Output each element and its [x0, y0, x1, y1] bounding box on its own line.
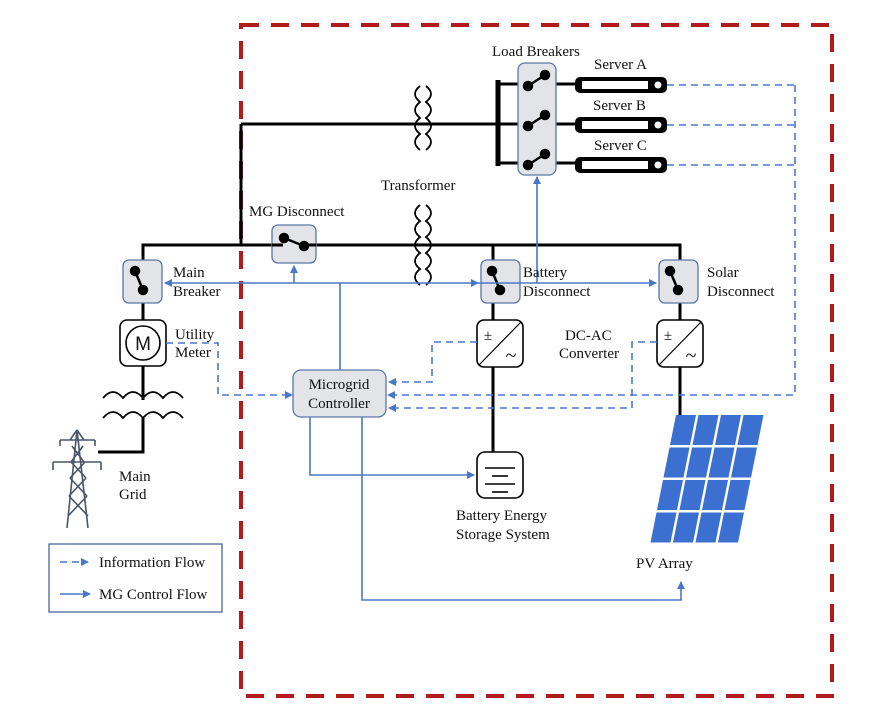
server-b-icon[interactable] [575, 117, 667, 133]
pv-cell [657, 480, 683, 510]
solar-disconnect-label: Solar [707, 265, 739, 281]
server-c-icon[interactable] [575, 157, 667, 173]
mg-disconnect-switch-icon [272, 232, 316, 252]
pv-cell [686, 447, 712, 478]
control-flow-lines [164, 176, 685, 601]
pv-cell [708, 447, 735, 478]
pv-cell [650, 512, 677, 543]
battery-disconnect-switch-icon [486, 265, 506, 296]
pv-cell [679, 480, 706, 510]
meter-symbol: M [135, 334, 151, 355]
battery-storage-icon[interactable] [476, 451, 524, 499]
solar-converter-icon[interactable]: ± ~ [656, 319, 704, 368]
battery-disconnect-box[interactable] [480, 259, 521, 304]
bess-label: Battery Energy [456, 508, 547, 524]
battery-converter-icon[interactable]: ± ~ [476, 319, 524, 368]
pv-cell [718, 512, 744, 543]
pv-cell [737, 415, 764, 445]
main-grid-label: Main [119, 469, 151, 485]
solar-disconnect-switch-icon [664, 265, 684, 296]
pv-cell [692, 415, 719, 445]
pv-cell [702, 480, 728, 510]
load-breakers-label: Load Breakers [492, 44, 580, 60]
load-breaker-switch-icons [522, 69, 551, 171]
pv-cell [715, 415, 741, 445]
controller-label: Controller [308, 396, 370, 412]
meter-icon [125, 325, 161, 361]
dcac-converter-label: Converter [559, 346, 619, 362]
information-flow-lines [166, 84, 796, 412]
main-breaker-box[interactable] [122, 259, 163, 304]
solar-disconnect-label: Disconnect [707, 284, 775, 300]
main-breaker-label: Breaker [173, 284, 220, 300]
pv-cell [724, 480, 751, 510]
mg-disconnect-label: MG Disconnect [249, 204, 345, 220]
bess-label: Storage System [456, 527, 550, 543]
transmission-tower-icon [52, 429, 102, 529]
server-c-label: Server C [594, 138, 647, 154]
pv-cell [731, 447, 757, 478]
server-b-label: Server B [593, 98, 646, 114]
transformer-label: Transformer [381, 178, 455, 194]
main-breaker-switch-icon [129, 265, 149, 296]
svg-text:±: ± [484, 328, 492, 344]
pv-cell [673, 512, 699, 543]
pv-cell [695, 512, 722, 543]
solar-disconnect-box[interactable] [658, 259, 699, 304]
server-a-label: Server A [594, 57, 647, 73]
pv-array-icon[interactable] [650, 415, 764, 543]
utility-meter-label: Utility [175, 327, 215, 343]
pv-cell [670, 415, 696, 445]
transformer-top-icon [414, 85, 432, 151]
svg-text:~: ~ [686, 345, 697, 367]
transformer-bottom-icon [414, 204, 432, 286]
main-breaker-label: Main [173, 265, 205, 281]
main-grid-label: Grid [119, 487, 147, 503]
dcac-converter-label: DC-AC [565, 328, 612, 344]
legend-control-label: MG Control Flow [99, 587, 208, 603]
transformer-grid-icon [102, 391, 184, 420]
legend-info-label: Information Flow [99, 555, 205, 571]
server-a-icon[interactable] [575, 77, 667, 93]
controller-label: Microgrid [309, 377, 370, 393]
battery-disconnect-label: Battery [523, 265, 568, 281]
svg-text:~: ~ [506, 345, 517, 367]
svg-text:±: ± [664, 328, 672, 344]
pv-cell [663, 447, 690, 478]
pv-array-label: PV Array [636, 556, 693, 572]
battery-disconnect-label: Disconnect [523, 284, 591, 300]
legend: Information Flow MG Control Flow [48, 543, 223, 613]
utility-meter-label: Meter [175, 345, 211, 361]
